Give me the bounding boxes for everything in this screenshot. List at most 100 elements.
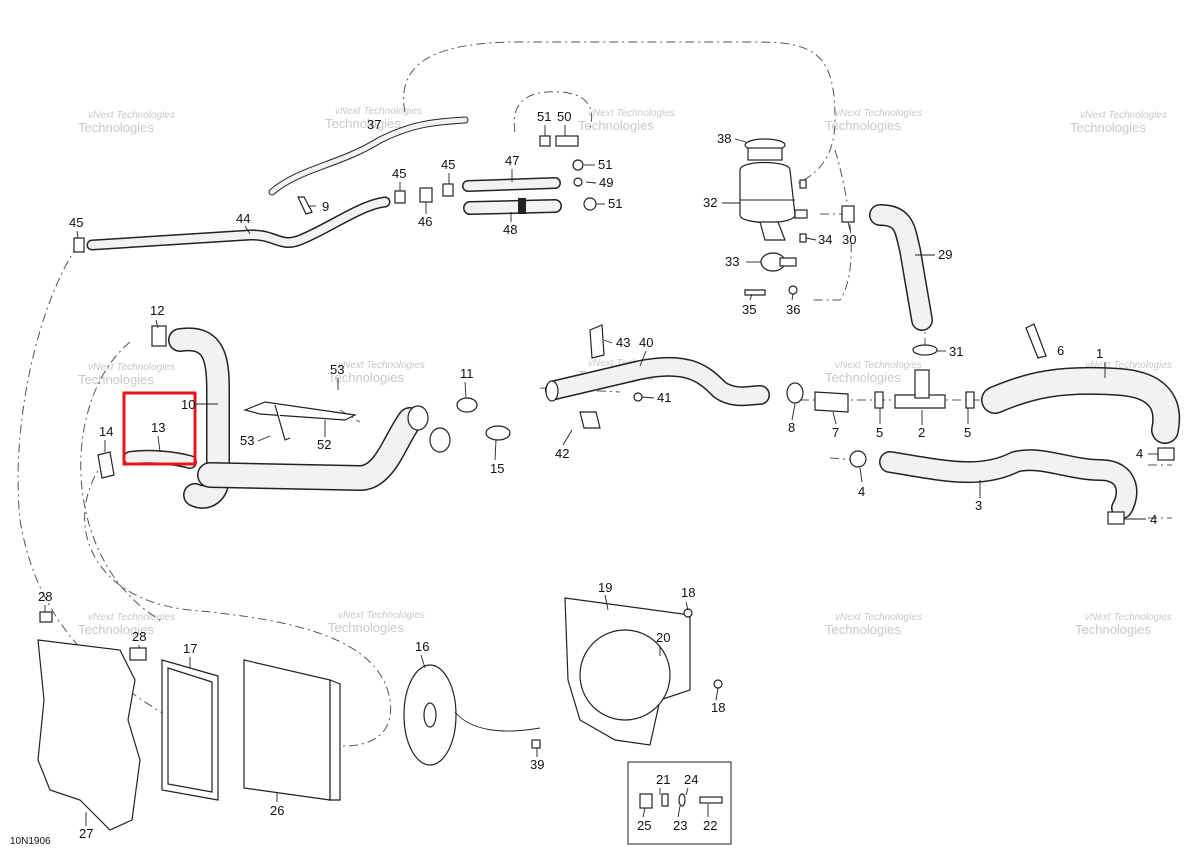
callout-label: 23	[673, 818, 687, 833]
callout-label: 28	[38, 589, 52, 604]
watermark: Technologies	[78, 120, 154, 135]
callout-label: 33	[725, 254, 739, 269]
watermark: vNext Technologies	[835, 108, 922, 119]
watermark: Technologies	[825, 118, 901, 133]
callout-label: 27	[79, 826, 93, 841]
callout-label: 40	[639, 335, 653, 350]
shroud-19	[564, 597, 723, 746]
callout-label: 46	[418, 214, 432, 229]
highlight-box	[122, 391, 197, 466]
callout-label: 44	[236, 211, 250, 226]
watermark: vNext Technologies	[88, 110, 175, 121]
watermark: Technologies	[78, 372, 154, 387]
callout-label: 45	[441, 157, 455, 172]
callout-label: 51	[598, 157, 612, 172]
callouts: 1 2 3 4 4 4 5 5 6 7 8 9 10 11 12 13 14 1…	[38, 109, 1157, 841]
hose-48	[463, 198, 562, 215]
small-fittings	[73, 135, 597, 253]
callout-label: 38	[717, 131, 731, 146]
callout-label: 12	[150, 303, 164, 318]
callout-label: 20	[656, 630, 670, 645]
callout-label: 35	[742, 302, 756, 317]
watermark: vNext Technologies	[335, 106, 422, 117]
callout-label: 21	[656, 772, 670, 787]
callout-label: 5	[964, 425, 971, 440]
hose-29	[841, 204, 933, 331]
callout-label: 39	[530, 757, 544, 772]
bracket-52	[243, 401, 357, 441]
callout-label: 42	[555, 446, 569, 461]
callout-label: 14	[99, 424, 113, 439]
callout-label: 8	[788, 420, 795, 435]
hose-44	[86, 196, 391, 251]
routing-lines	[17, 41, 1172, 747]
clamp-15	[485, 425, 511, 441]
callout-label: 31	[949, 344, 963, 359]
watermark: Technologies	[328, 620, 404, 635]
callout-label: 11	[460, 366, 474, 381]
callout-label: 4	[1150, 512, 1157, 527]
callout-label: 45	[69, 215, 83, 230]
callout-label: 16	[415, 639, 429, 654]
clamp-31	[912, 344, 938, 356]
callout-label: 49	[599, 175, 613, 190]
callout-label: 45	[392, 166, 406, 181]
callout-label: 34	[818, 232, 832, 247]
watermark: Technologies	[328, 370, 404, 385]
clamp-33	[744, 252, 798, 296]
callout-label: 4	[858, 484, 865, 499]
leader-lines	[44, 125, 1158, 826]
callout-label: 37	[367, 117, 381, 132]
callout-label: 26	[270, 803, 284, 818]
drawing-code: 10N1906	[10, 836, 51, 847]
callout-label: 1	[1096, 346, 1103, 361]
callout-label: 30	[842, 232, 856, 247]
callout-label: 4	[1136, 446, 1143, 461]
callout-label: 51	[608, 196, 622, 211]
panel-27	[37, 611, 147, 831]
callout-label: 52	[317, 437, 331, 452]
callout-label: 18	[681, 585, 695, 600]
panel-17	[161, 659, 219, 801]
callout-label: 28	[132, 629, 146, 644]
watermark: vNext Technologies	[88, 362, 175, 373]
callout-label: 2	[918, 425, 925, 440]
hose-37	[268, 116, 469, 196]
watermark: vNext Technologies	[338, 610, 425, 621]
watermark: Technologies	[1075, 622, 1151, 637]
callout-label: 53	[240, 433, 254, 448]
hardware-box	[627, 761, 732, 845]
watermark: Technologies	[578, 118, 654, 133]
callout-label: 17	[183, 641, 197, 656]
watermark: Technologies	[825, 370, 901, 385]
tee-assembly	[786, 369, 975, 413]
watermark: Technologies	[325, 116, 401, 131]
callout-label: 43	[616, 335, 630, 350]
callout-label: 29	[938, 247, 952, 262]
callout-label: 13	[151, 420, 165, 435]
hose-13	[97, 449, 197, 479]
watermark: vNext Technologies	[835, 612, 922, 623]
callout-label: 7	[832, 425, 839, 440]
callout-label: 3	[975, 498, 982, 513]
callout-label: 9	[322, 199, 329, 214]
callout-label: 51	[537, 109, 551, 124]
watermark: vNext Technologies	[1080, 110, 1167, 121]
clamp-11	[456, 397, 478, 413]
hose-1	[981, 366, 1181, 444]
callout-label: 36	[786, 302, 800, 317]
watermark: vNext Technologies	[1085, 360, 1172, 371]
callout-label: 18	[711, 700, 725, 715]
clip-6	[1025, 323, 1047, 359]
callout-label: 10	[181, 397, 195, 412]
callout-label: 47	[505, 153, 519, 168]
callout-label: 22	[703, 818, 717, 833]
callout-label: 48	[503, 222, 517, 237]
callout-label: 15	[490, 461, 504, 476]
coolant-reservoir	[739, 138, 808, 243]
callout-label: 5	[876, 425, 883, 440]
watermark: Technologies	[1070, 120, 1146, 135]
main-coolant-pipe	[197, 405, 451, 492]
hose-47	[462, 177, 561, 192]
